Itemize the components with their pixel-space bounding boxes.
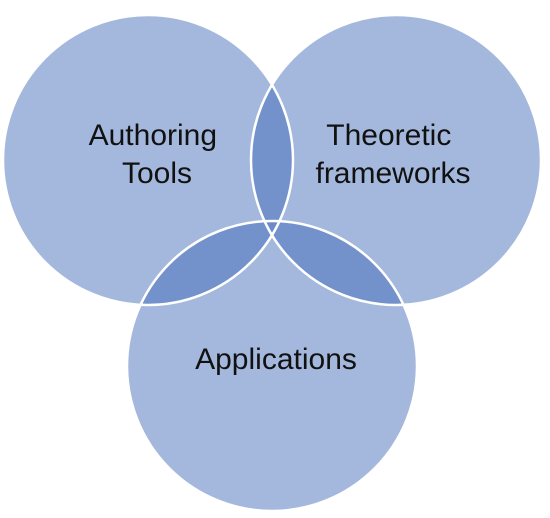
outline-authoring-tools (1, 13, 295, 307)
outline-applications (125, 219, 419, 513)
overlap-authoring-applications (127, 221, 293, 305)
outline-theoretic-frameworks (249, 13, 543, 307)
label-applications: Applications (195, 343, 357, 376)
label-theoretic-frameworks: Theoretic frameworks (315, 119, 470, 190)
label-theoretic-frameworks-line-1: Theoretic (326, 119, 451, 152)
label-authoring-tools-line-2: Tools (122, 157, 192, 190)
label-theoretic-frameworks-line-2: frameworks (315, 157, 470, 190)
label-authoring-tools: Authoring Tools (89, 119, 226, 190)
label-authoring-tools-line-1: Authoring (89, 119, 217, 152)
label-applications-line-1: Applications (195, 343, 357, 376)
overlap-theoretic-applications (251, 221, 417, 305)
